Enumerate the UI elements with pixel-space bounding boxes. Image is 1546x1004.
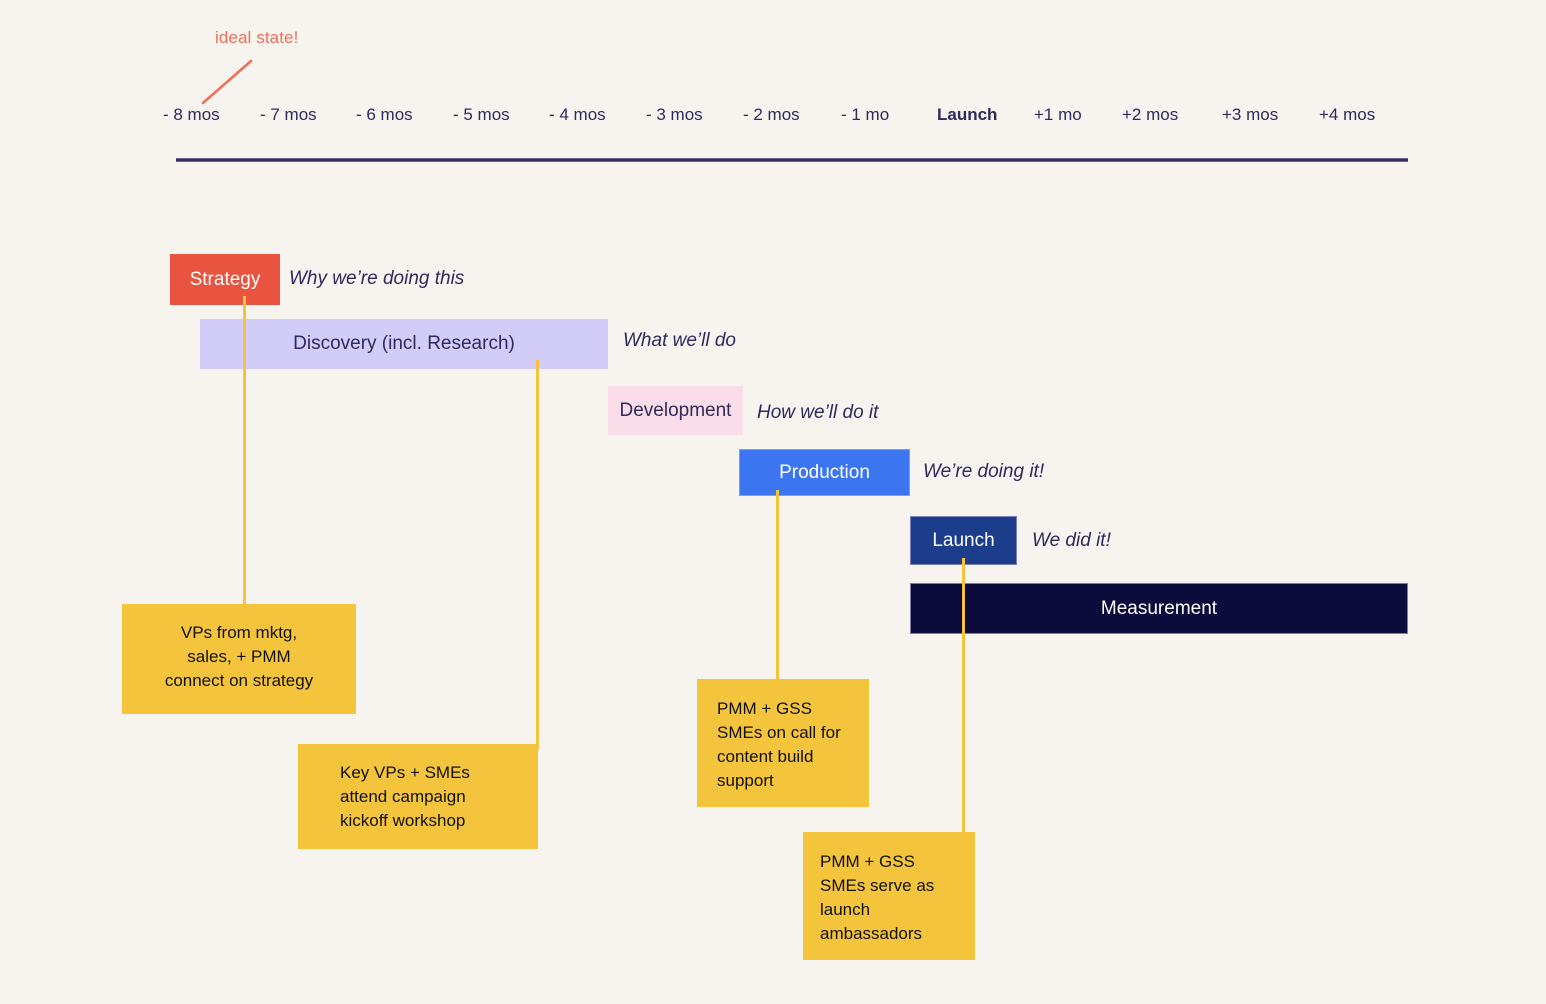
- note-card[interactable]: PMM + GSS SMEs on call for content build…: [697, 679, 869, 807]
- timeline-tick-launch: Launch: [937, 105, 998, 124]
- ideal-state-arrow-icon: [201, 59, 253, 105]
- phase-bar-development[interactable]: Development: [608, 386, 743, 435]
- phase-descriptor-production: We’re doing it!: [923, 461, 1045, 482]
- phase-descriptor-strategy: Why we’re doing this: [289, 268, 465, 289]
- connector-production-to-note-3: [776, 490, 779, 683]
- timeline-tick-10: +2 mos: [1122, 105, 1179, 124]
- timeline-tick-7: - 1 mo: [841, 105, 890, 124]
- timeline-tick-6: - 2 mos: [743, 105, 800, 124]
- timeline-axis-rule: [176, 158, 1408, 162]
- phase-bar-measurement-label: Measurement: [1100, 597, 1218, 619]
- note-card[interactable]: VPs from mktg, sales, + PMM connect on s…: [122, 604, 356, 714]
- timeline-tick-1: - 7 mos: [260, 105, 317, 124]
- phase-bar-discovery-label: Discovery (incl. Research): [293, 333, 515, 354]
- phase-bar-development-label: Development: [619, 399, 732, 421]
- phase-bar-measurement[interactable]: Measurement: [910, 583, 1408, 634]
- timeline-tick-row: - 8 mos - 7 mos - 6 mos - 5 mos - 4 mos …: [160, 105, 1420, 135]
- note-card[interactable]: Key VPs + SMEs attend campaign kickoff w…: [298, 744, 538, 849]
- phase-bar-strategy-label: Strategy: [189, 268, 261, 290]
- phase-bar-launch[interactable]: Launch: [910, 516, 1017, 565]
- ideal-state-annotation-label: ideal state!: [215, 28, 299, 47]
- timeline-tick-0: - 8 mos: [163, 105, 220, 124]
- connector-launch-to-note-4: [962, 558, 965, 838]
- timeline-tick-4: - 4 mos: [549, 105, 606, 124]
- phase-bar-production-label: Production: [779, 461, 870, 483]
- timeline-tick-9: +1 mo: [1034, 105, 1082, 124]
- timeline-tick-5: - 3 mos: [646, 105, 703, 124]
- phase-descriptor-launch: We did it!: [1032, 530, 1111, 551]
- phase-bar-discovery[interactable]: Discovery (incl. Research): [200, 319, 608, 369]
- phase-bar-strategy[interactable]: Strategy: [170, 254, 280, 305]
- connector-strategy-to-note-1: [243, 296, 246, 608]
- phase-descriptor-discovery: What we’ll do: [623, 330, 736, 351]
- timeline-tick-12: +4 mos: [1319, 105, 1376, 124]
- timeline-tick-2: - 6 mos: [356, 105, 413, 124]
- timeline-tick-11: +3 mos: [1222, 105, 1279, 124]
- phase-bar-launch-label: Launch: [932, 529, 995, 551]
- phase-bar-production[interactable]: Production: [739, 449, 910, 496]
- phase-descriptor-development: How we’ll do it: [757, 402, 879, 423]
- timeline-tick-3: - 5 mos: [453, 105, 510, 124]
- connector-discovery-to-note-2: [536, 360, 539, 750]
- note-card[interactable]: PMM + GSS SMEs serve as launch ambassado…: [803, 832, 975, 960]
